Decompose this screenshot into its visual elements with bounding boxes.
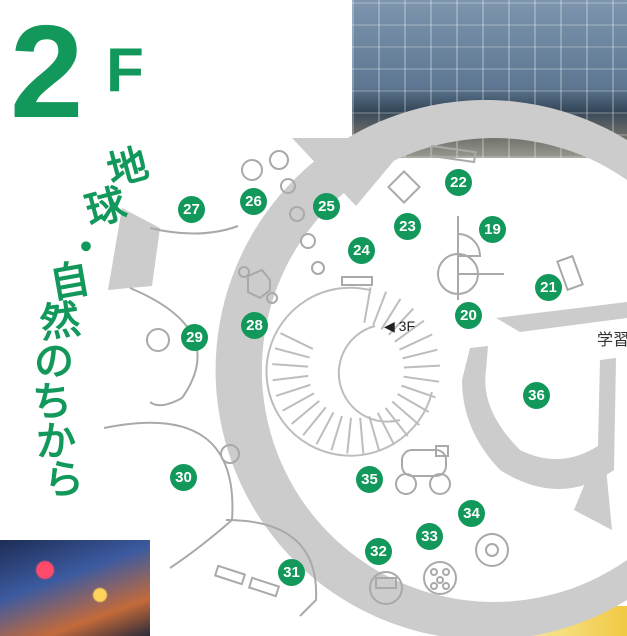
stair-step (399, 333, 433, 351)
exhibit-32-badge[interactable]: 32 (365, 538, 392, 565)
exhibit-28-device (247, 268, 271, 300)
stair-step (384, 407, 409, 437)
room-36-wall (462, 346, 616, 489)
room-31-wall (225, 519, 318, 617)
stair-step (315, 411, 335, 445)
exhibit-31-badge[interactable]: 31 (278, 559, 305, 586)
stair-step (282, 392, 315, 412)
exhibit-33-device (423, 561, 457, 595)
stair-step (272, 363, 309, 368)
exhibit-20-badge[interactable]: 20 (455, 302, 482, 329)
exhibit-27-badge[interactable]: 27 (178, 196, 205, 223)
stair-step (372, 291, 388, 326)
stair-step (368, 415, 381, 452)
exhibit-21-badge[interactable]: 21 (535, 274, 562, 301)
exhibit-24-badge[interactable]: 24 (348, 237, 375, 264)
stair-step (403, 375, 440, 383)
zone-title-char: ・ (66, 225, 106, 271)
corridor-wall (496, 302, 627, 332)
stair-step (330, 415, 343, 451)
stair-step (402, 348, 438, 360)
left-wedge (108, 208, 160, 290)
stair-step (394, 319, 425, 343)
right-lower-wedge (574, 468, 612, 530)
room-30-wall (103, 421, 234, 569)
stair-step (275, 383, 311, 397)
exhibit-22-badge[interactable]: 22 (445, 169, 472, 196)
stair-step (280, 332, 314, 350)
exhibit-35-device (401, 449, 447, 477)
exhibit-21-panel (556, 254, 584, 292)
room-29-wall (129, 287, 199, 407)
stair-step (272, 374, 309, 382)
exhibit-34-device (475, 533, 509, 567)
zone-title-char: ら (44, 457, 84, 503)
exhibit-24-table (341, 276, 373, 286)
stair-step (302, 406, 327, 436)
floor-outline (215, 100, 627, 636)
exhibit-23-badge[interactable]: 23 (394, 213, 421, 240)
exhibit-photo-left (0, 540, 150, 636)
spiral-staircase (265, 286, 440, 457)
exhibit-19-device (457, 216, 482, 257)
stairs-3f-label: ◀ 3F (384, 318, 415, 334)
stair-step (291, 400, 320, 425)
stair-step (346, 417, 352, 454)
stair-step (274, 347, 310, 359)
stair-step (401, 384, 436, 399)
top-wedge (292, 138, 413, 206)
floor-number: 2 (10, 0, 83, 145)
exhibit-36-badge[interactable]: 36 (523, 382, 550, 409)
stair-step (403, 364, 440, 369)
exhibit-30-badge[interactable]: 30 (170, 464, 197, 491)
exhibit-25-badge[interactable]: 25 (313, 193, 340, 220)
exhibit-34-badge[interactable]: 34 (458, 500, 485, 527)
stair-step (391, 400, 421, 426)
edge-label: 学習 (597, 330, 627, 349)
exhibit-28-badge[interactable]: 28 (241, 312, 268, 339)
floor-unit: F (106, 36, 144, 105)
exhibit-32-device (369, 571, 403, 605)
stair-step (376, 412, 396, 446)
room-29-marker (146, 328, 170, 352)
exhibit-29-badge[interactable]: 29 (181, 324, 208, 351)
exhibit-19-badge[interactable]: 19 (479, 216, 506, 243)
exhibit-22-table (429, 144, 477, 164)
exhibit-35-badge[interactable]: 35 (356, 466, 383, 493)
exhibit-31-table (213, 564, 247, 586)
stair-step (359, 417, 365, 454)
exhibit-33-badge[interactable]: 33 (416, 523, 443, 550)
stair-step (380, 298, 402, 330)
stair-step (363, 287, 372, 323)
zone-title-char: の (32, 337, 76, 387)
stair-step (397, 393, 430, 413)
zone-title-char: か (36, 419, 76, 465)
exhibit-23-box (387, 170, 421, 204)
zone-title-char: ち (32, 379, 72, 425)
exhibit-26-badge[interactable]: 26 (240, 188, 267, 215)
stair-step (388, 307, 415, 336)
room-30-marker (220, 444, 240, 464)
room-27-wall (149, 225, 239, 235)
